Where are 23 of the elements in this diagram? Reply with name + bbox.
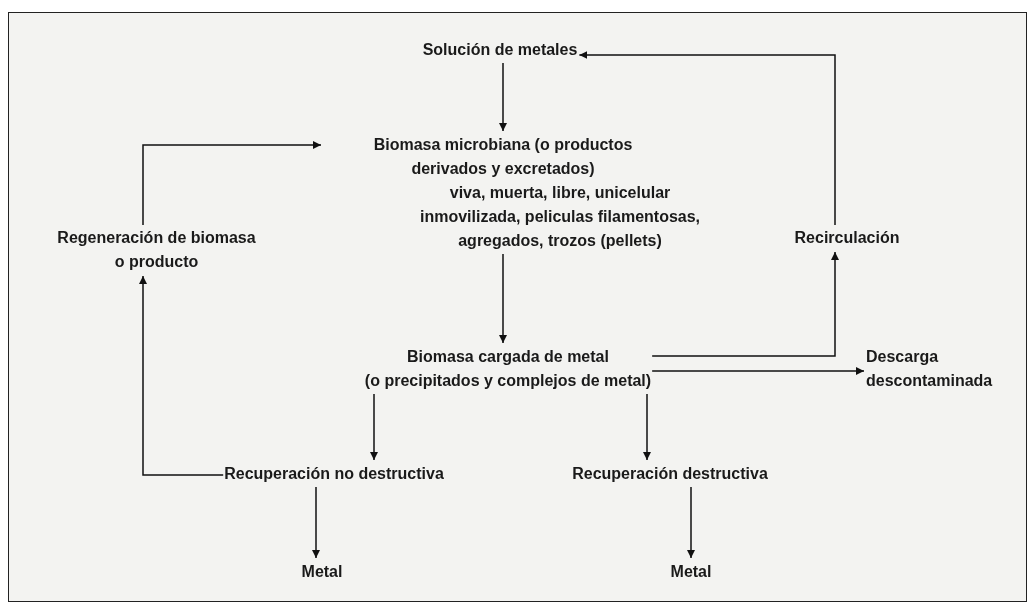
- node-description: viva, muerta, libre, unicelular inmovilizada, peliculas filamentosas, agregados, trozos (pellets): [418, 183, 702, 251]
- node-label: Biomasa microbiana (o productos derivados y excretados): [372, 135, 634, 179]
- arrow: [578, 51, 836, 226]
- arrow: [651, 251, 839, 357]
- node-label: Recirculación: [794, 228, 900, 248]
- arrow: [139, 275, 224, 476]
- node-label: Biomasa cargada de metal: [406, 347, 610, 367]
- arrow: [687, 486, 695, 559]
- node-label: Metal: [301, 562, 343, 582]
- node-label: Regeneración de biomasa o producto: [56, 228, 257, 272]
- node-label: Recuperación destructiva: [572, 464, 768, 484]
- arrow: [142, 141, 322, 226]
- arrow: [643, 393, 651, 461]
- arrow: [651, 367, 865, 375]
- node-label: Solución de metales: [422, 40, 578, 60]
- arrow: [370, 393, 378, 461]
- arrow: [312, 486, 320, 559]
- arrow: [499, 253, 507, 344]
- node-description: (o precipitados y complejos de metal): [364, 371, 652, 391]
- node-label: Recuperación no destructiva: [224, 464, 444, 484]
- node-label: Metal: [670, 562, 712, 582]
- arrow: [499, 62, 507, 132]
- node-label: Descarga descontaminada: [866, 347, 994, 391]
